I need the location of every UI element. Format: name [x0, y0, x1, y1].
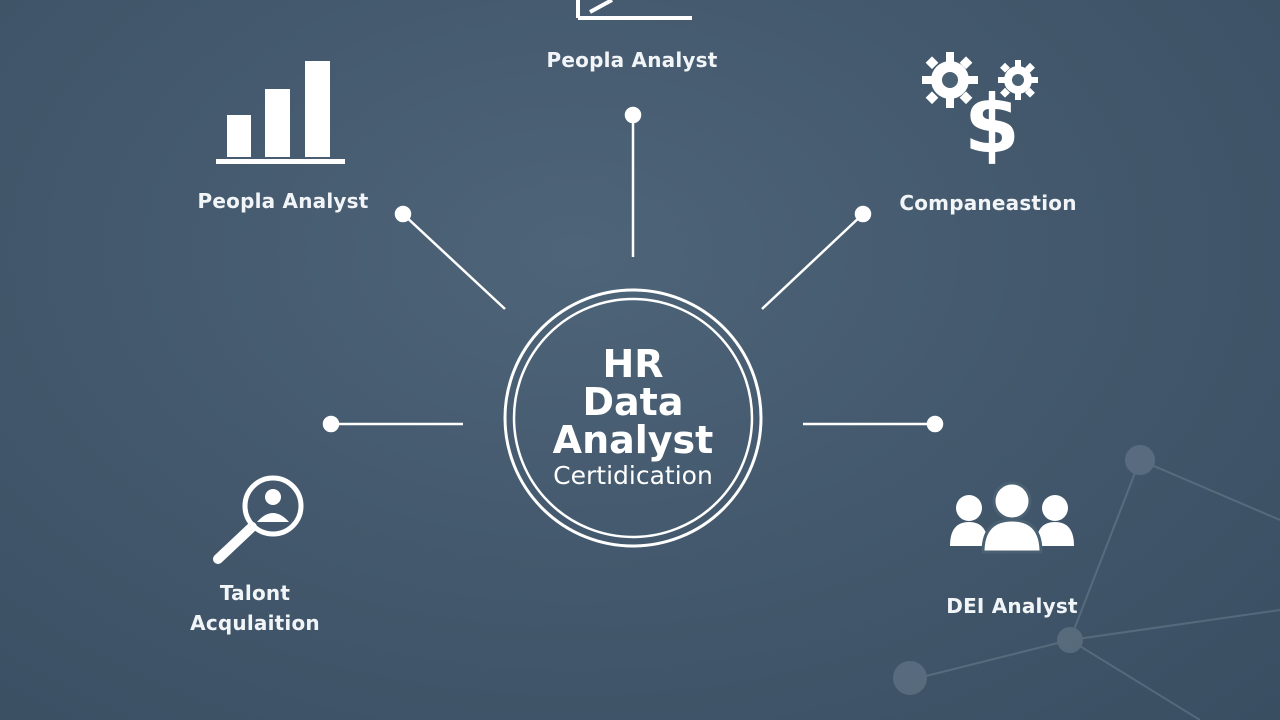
center-subtitle: Certidication — [553, 461, 713, 490]
people-group-icon — [950, 481, 1074, 554]
node-label-bottom-right: DEI Analyst — [946, 594, 1078, 618]
connector-top — [624, 106, 642, 257]
line-chart-icon — [576, 0, 692, 20]
node-label-bottom-left: Talont Acqulaition — [155, 581, 355, 636]
center-title: HR Data Analyst Certidication — [513, 345, 753, 488]
connector-right — [803, 415, 944, 433]
connector-left — [322, 415, 463, 433]
connectors — [322, 106, 944, 433]
node-label-bottom-left-line-2: Acqulaition — [190, 611, 320, 635]
center-title-line-1: HR — [602, 342, 664, 386]
connector-top-left — [394, 205, 506, 310]
node-label-top-right: Companeastion — [899, 191, 1077, 215]
center-circle — [503, 288, 763, 548]
background-network — [893, 445, 1280, 720]
connector-top-right — [761, 205, 872, 310]
node-label-bottom-left-line-1: Talont — [219, 581, 291, 605]
center-title-line-2: Data — [582, 380, 684, 424]
bar-chart-icon — [216, 61, 345, 164]
node-label-top: Peopla Analyst — [546, 48, 718, 72]
svg-text:$: $ — [964, 78, 1020, 171]
node-label-top-left: Peopla Analyst — [197, 189, 369, 213]
center-title-line-3: Analyst — [552, 418, 714, 462]
gears-dollar-icon: $ — [922, 52, 1038, 171]
magnifier-person-icon — [213, 475, 304, 564]
